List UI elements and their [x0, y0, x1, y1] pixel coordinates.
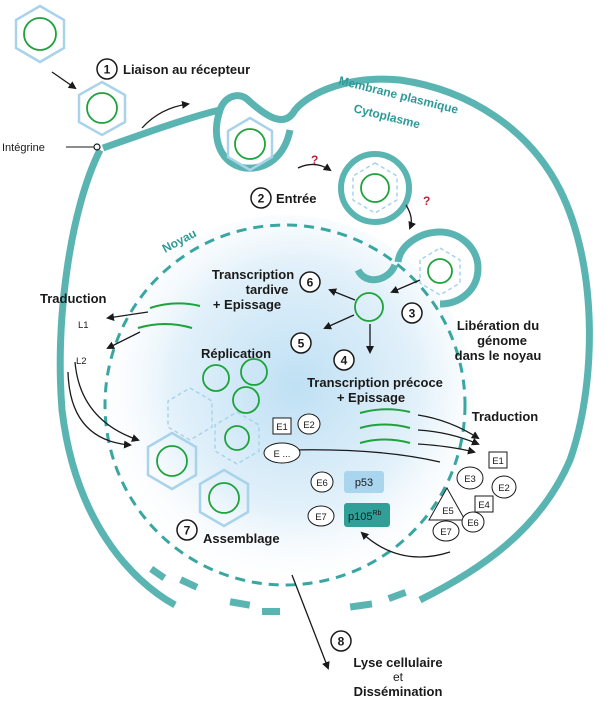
- cytoplasmic-proteins: [428, 451, 517, 542]
- label-cytoplasm: Cytoplasme: [352, 101, 422, 131]
- question-mark-1: ?: [311, 153, 318, 167]
- protein-E4: E4: [478, 500, 490, 511]
- step-8-number: 8: [338, 635, 345, 649]
- label-lysis-3: Dissémination: [354, 684, 443, 699]
- label-step2: Entrée: [276, 191, 316, 206]
- label-lysis-1: Lyse cellulaire: [353, 655, 442, 670]
- virion-uncoating: [419, 247, 461, 296]
- question-mark-2: ?: [423, 194, 430, 208]
- label-release-1: Libération du: [457, 318, 539, 333]
- step-1-number: 1: [104, 63, 111, 77]
- assembling-capsids: [167, 387, 260, 465]
- step-4-number: 4: [341, 354, 348, 368]
- protein-E-etc: E ...: [274, 449, 291, 460]
- step-3-number: 3: [409, 307, 416, 321]
- virion-at-receptor: [77, 80, 127, 137]
- protein-p105: p105Rb: [348, 510, 382, 523]
- protein-p53: p53: [355, 477, 373, 489]
- step-7-number: 7: [184, 524, 191, 538]
- step-6-number: 6: [307, 276, 314, 290]
- arrows: [51, 71, 480, 670]
- early-mrnas: [359, 408, 411, 444]
- label-lysis-2: et: [393, 670, 404, 684]
- nucleus-envelope: [103, 223, 467, 587]
- label-translation-right: Traduction: [472, 409, 539, 424]
- nucleus-interior: [95, 215, 475, 595]
- virion-outside: [14, 4, 66, 64]
- step-2-number: 2: [258, 192, 265, 206]
- label-early-1: Transcription précoce: [307, 375, 443, 390]
- label-step1: Liaison au récepteur: [123, 62, 250, 77]
- protein-E6-nuc: E6: [316, 478, 328, 489]
- endosome-virion: [338, 151, 412, 225]
- label-replication: Réplication: [201, 346, 271, 361]
- label-integrin: Intégrine: [2, 142, 45, 154]
- label-late-1: Transcription: [212, 267, 294, 282]
- label-release-2: génome: [477, 333, 527, 348]
- protein-E1-nuc: E1: [276, 422, 288, 433]
- late-mrnas: [137, 302, 201, 329]
- label-release-3: dans le noyau: [455, 348, 542, 363]
- label-early-2: + Epissage: [337, 390, 405, 405]
- label-assembly: Assemblage: [203, 531, 280, 546]
- protein-E6-cyto: E6: [467, 518, 479, 529]
- protein-E7-nuc: E7: [315, 512, 327, 523]
- protein-E3: E3: [464, 474, 476, 485]
- label-L1: L1: [78, 320, 89, 331]
- integrin: [66, 143, 101, 151]
- replicated-genomes: [202, 358, 268, 414]
- membrane-fragments: [149, 565, 407, 615]
- protein-E5: E5: [442, 506, 454, 517]
- protein-E2-nuc: E2: [303, 420, 315, 431]
- protein-E2-cyto: E2: [498, 483, 510, 494]
- protein-E7-cyto: E7: [440, 527, 452, 538]
- label-late-2: tardive: [246, 282, 289, 297]
- label-late-3: + Epissage: [213, 297, 281, 312]
- episome-nucleus: [354, 292, 384, 322]
- step-5-number: 5: [298, 337, 305, 351]
- step-markers: [96, 58, 423, 652]
- nuclear-proteins: [263, 413, 390, 527]
- protein-p105-sup: Rb: [372, 510, 381, 517]
- label-L2: L2: [76, 356, 87, 367]
- protein-p105-name: p105: [348, 511, 372, 523]
- protein-E1-cyto: E1: [492, 456, 504, 467]
- label-translation-left: Traduction: [40, 291, 107, 306]
- assembled-virions: [146, 431, 250, 528]
- virion-invaginating: [226, 116, 274, 172]
